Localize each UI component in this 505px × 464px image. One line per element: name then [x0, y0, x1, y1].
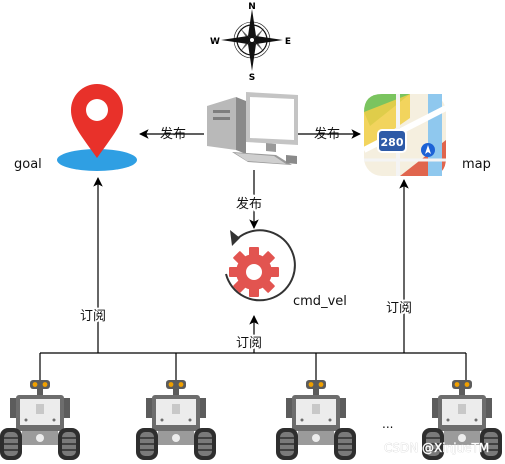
compass-n-label: N	[248, 2, 256, 12]
goal-label: goal	[14, 157, 42, 172]
edge-label-subscribe-center: 订阅	[236, 336, 262, 351]
cmd-vel-label: cmd_vel	[293, 294, 347, 309]
edge-label-publish-left: 发布	[160, 126, 186, 142]
edge-label-publish-down: 发布	[236, 196, 262, 212]
gear-icon	[225, 229, 296, 302]
edge-label-publish-right: 发布	[314, 126, 340, 142]
map-label: map	[462, 157, 491, 172]
compass-s-label: S	[249, 73, 255, 83]
compass-w-label: W	[210, 37, 220, 47]
edge-label-subscribe-left: 订阅	[80, 309, 106, 324]
robot-icon	[275, 379, 357, 461]
location-pin-icon	[57, 84, 137, 171]
robot-icon	[0, 379, 81, 461]
edge-label-subscribe-right: 订阅	[386, 301, 412, 316]
robots-ellipsis: ...	[382, 417, 393, 431]
map-icon: 280	[362, 94, 448, 176]
map-badge-text: 280	[381, 136, 404, 149]
robot-icon	[135, 379, 217, 461]
subscribe-bus	[39, 352, 467, 383]
computer-icon	[207, 92, 298, 165]
watermark-text: CSDN @XinjueTM	[384, 441, 489, 455]
compass-e-label: E	[285, 37, 291, 47]
compass-icon: N S E W	[210, 2, 291, 83]
